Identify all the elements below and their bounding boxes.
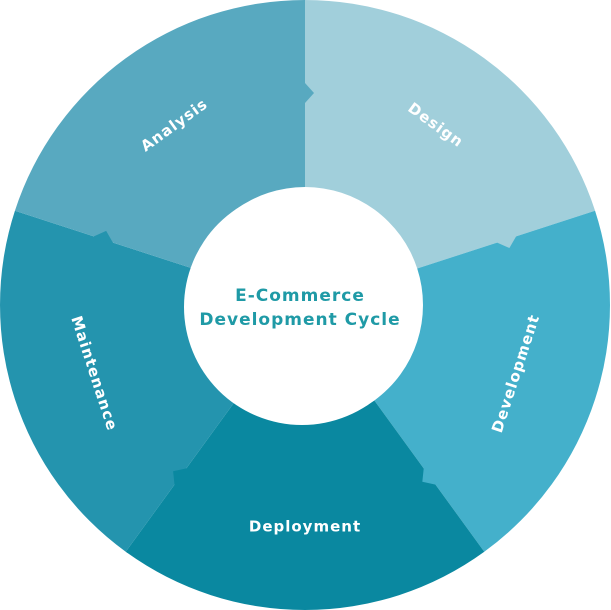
arrow-notch-design bbox=[496, 234, 517, 249]
segment-label-deployment: Deployment bbox=[249, 518, 361, 536]
segment-design bbox=[305, 0, 596, 269]
arrow-notch-analysis bbox=[303, 83, 314, 103]
center-circle bbox=[184, 189, 420, 425]
segment-analysis bbox=[14, 0, 306, 269]
center-title-line-1: E-Commerce bbox=[235, 286, 365, 306]
segment-deployment bbox=[125, 400, 485, 610]
segment-maintenance bbox=[0, 210, 236, 552]
arrow-notch-maintenance bbox=[93, 230, 113, 245]
arrow-notch-deployment bbox=[173, 468, 188, 486]
arrow-notch-development bbox=[422, 467, 438, 485]
center-title-line-2: Development Cycle bbox=[199, 310, 400, 330]
segment-development bbox=[374, 210, 610, 552]
